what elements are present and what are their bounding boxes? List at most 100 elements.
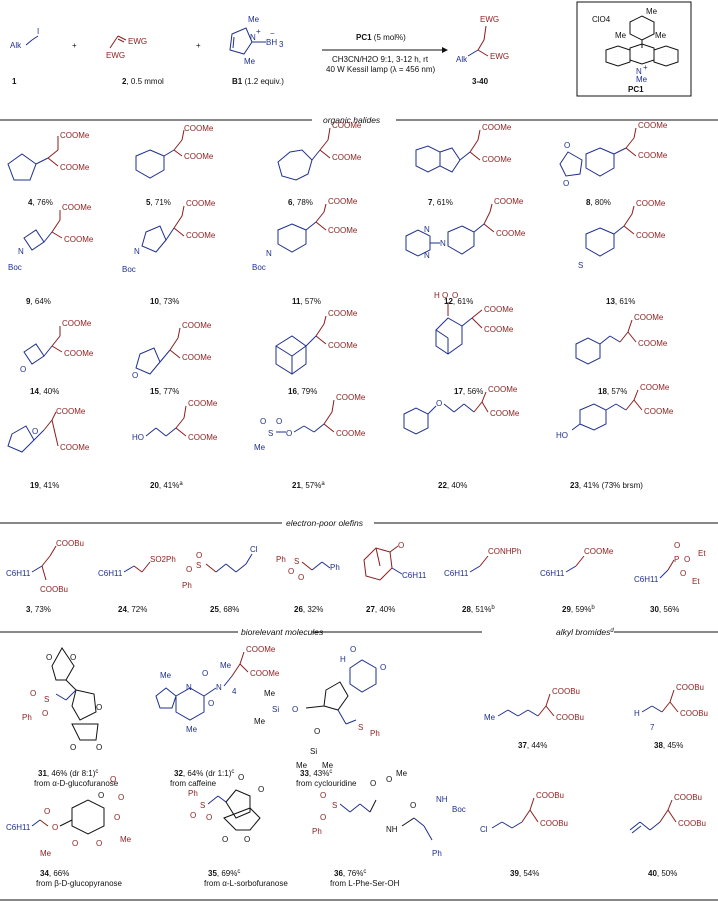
svg-text:Me: Me — [396, 769, 408, 778]
structure-20: HO COOMe COOMe — [132, 399, 218, 442]
compound-caption-22: 22, 40% — [438, 481, 467, 490]
svg-text:O: O — [96, 839, 102, 848]
svg-text:N: N — [424, 251, 430, 260]
svg-text:Me: Me — [220, 661, 232, 670]
structure-7: COOMe COOMe — [415, 123, 512, 173]
compound-caption-17: 17, 56% — [454, 387, 483, 396]
svg-text:O: O — [452, 291, 458, 300]
structure-21: Me S O O O COOMe COOMe — [254, 393, 366, 452]
svg-text:S: S — [44, 695, 49, 704]
svg-text:N: N — [250, 33, 256, 42]
compound-caption-33: 33, 43%c — [300, 769, 332, 778]
svg-text:COOMe: COOMe — [488, 385, 518, 394]
svg-text:COOMe: COOMe — [332, 153, 362, 162]
svg-text:COOBu: COOBu — [680, 709, 708, 718]
structure-27: O C6H11 — [363, 541, 427, 581]
svg-text:Boc: Boc — [8, 263, 22, 272]
svg-text:O: O — [110, 775, 116, 784]
structure-12: N N N COOMe COOMe — [405, 197, 526, 260]
compound-source-35: from α-L-sorbofuranose — [204, 879, 288, 888]
svg-text:N: N — [18, 247, 24, 256]
svg-text:C6H11: C6H11 — [98, 569, 123, 578]
svg-text:C6H11: C6H11 — [6, 569, 31, 578]
svg-text:S: S — [200, 801, 205, 810]
structure-38: H 7 COOBu COOBu — [634, 683, 708, 732]
svg-text:S: S — [196, 561, 201, 570]
photocatalyst-pc1: ClO4 Me Me Me N + Me PC1 — [576, 1, 692, 97]
svg-text:O: O — [132, 371, 138, 380]
svg-text:Ph: Ph — [22, 713, 32, 722]
compound-caption-8: 8, 80% — [586, 198, 611, 207]
iodine-label: I — [37, 27, 39, 36]
svg-text:+: + — [256, 27, 261, 36]
structure-39: Cl COOBu COOBu — [480, 791, 568, 834]
svg-text:N: N — [186, 683, 192, 692]
svg-text:Me: Me — [186, 725, 198, 734]
svg-text:O: O — [30, 689, 36, 698]
compound-caption-15: 15, 77% — [150, 387, 179, 396]
svg-text:C6H11: C6H11 — [444, 569, 469, 578]
svg-text:O: O — [260, 417, 266, 426]
svg-text:Me: Me — [636, 75, 648, 84]
svg-text:Et: Et — [692, 577, 700, 586]
structure-24: C6H11 SO2Ph — [98, 555, 176, 578]
compound-caption-5: 5, 71% — [146, 198, 171, 207]
svg-text:C6H11: C6H11 — [6, 823, 31, 832]
svg-text:C6H11: C6H11 — [402, 571, 427, 580]
svg-text:COOMe: COOMe — [64, 235, 94, 244]
svg-text:O: O — [42, 709, 48, 718]
svg-text:Cl: Cl — [480, 825, 488, 834]
svg-text:O: O — [292, 705, 298, 714]
condition-solvent: CH3CN/H2O 9:1, 3-12 h, rt — [332, 55, 429, 64]
svg-text:C6H11: C6H11 — [634, 575, 659, 584]
svg-text:COOMe: COOMe — [332, 121, 362, 130]
svg-text:COOMe: COOMe — [636, 199, 666, 208]
svg-text:P: P — [674, 555, 679, 564]
svg-text:COOMe: COOMe — [494, 197, 524, 206]
compound-caption-10: 10, 73% — [150, 297, 179, 306]
structure-25: O O S Ph Cl — [182, 545, 258, 590]
svg-text:Me: Me — [244, 57, 256, 66]
structure-35: Ph S O O O O O O — [188, 773, 264, 844]
structure-29: C6H11 COOMe — [540, 547, 614, 578]
svg-text:O: O — [314, 727, 320, 736]
compound-caption-36: 36, 76%c — [334, 869, 366, 878]
compound-caption-34: 34, 66% — [40, 869, 69, 878]
section-title: organic halides — [323, 115, 381, 125]
nhc-borane-b1: Me N + BH 3 − Me — [229, 15, 284, 66]
svg-text:N: N — [216, 683, 222, 692]
svg-text:Me: Me — [322, 761, 334, 770]
ewg-label-2: EWG — [106, 51, 125, 60]
svg-text:COOBu: COOBu — [540, 819, 568, 828]
svg-text:CONHPh: CONHPh — [488, 547, 521, 556]
section-title: biorelevant molecules — [241, 627, 324, 637]
compound-caption-13: 13, 61% — [606, 297, 635, 306]
svg-text:COOMe: COOMe — [64, 349, 94, 358]
structure-5: COOMe COOMe — [135, 124, 214, 179]
svg-text:COOMe: COOMe — [186, 231, 216, 240]
svg-text:COOMe: COOMe — [62, 319, 92, 328]
svg-text:Boc: Boc — [122, 265, 136, 274]
svg-text:COOBu: COOBu — [40, 585, 68, 594]
structure-17: H O O COOMe COOMe — [434, 291, 514, 355]
svg-text:COOMe: COOMe — [640, 383, 670, 392]
structure-26: Ph S O O Ph — [276, 555, 340, 582]
svg-text:O: O — [46, 653, 52, 662]
svg-text:COOMe: COOMe — [328, 226, 358, 235]
compound-caption-31: 31, 46% (dr 8:1)c — [38, 769, 98, 778]
svg-text:COOMe: COOMe — [60, 131, 90, 140]
structure-40: COOBu COOBu — [629, 793, 706, 834]
structure-34: C6H11 O O O O O O O O Me Me — [6, 775, 132, 858]
svg-text:O: O — [118, 793, 124, 802]
svg-text:Me: Me — [296, 761, 308, 770]
compound-caption-23: 23, 41% (73% brsm) — [570, 481, 643, 490]
svg-text:EWG: EWG — [480, 15, 499, 24]
compound-caption-35: 35, 69%c — [208, 869, 240, 878]
compound-caption-11: 11, 57% — [292, 297, 321, 306]
svg-text:COOBu: COOBu — [552, 687, 580, 696]
svg-text:O: O — [436, 399, 442, 408]
svg-text:COOMe: COOMe — [336, 429, 366, 438]
compound-caption-12: 12, 61% — [444, 297, 473, 306]
compound-caption-3: 3, 73% — [26, 605, 51, 614]
